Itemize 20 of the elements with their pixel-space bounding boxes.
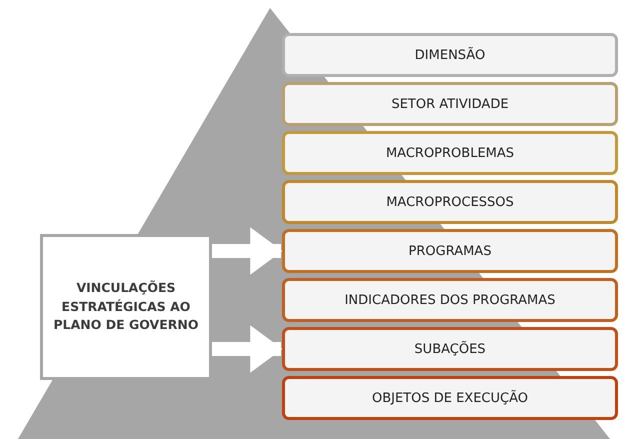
level-box — [282, 82, 618, 126]
box-label: OBJETOS DE EXECUÇÃO — [372, 390, 528, 406]
block-arrow — [212, 227, 282, 275]
block-arrow — [212, 325, 282, 373]
linkage-box — [40, 234, 212, 380]
box-label: PROGRAMAS — [408, 244, 492, 258]
box-label: MACROPROBLEMAS — [386, 146, 514, 160]
box-label: VINCULAÇÕES ESTRATÉGICAS AO PLANO DE GOVERNO — [52, 278, 200, 334]
level-box — [282, 376, 618, 420]
level-box — [282, 180, 618, 224]
box-label: SETOR ATIVIDADE — [391, 96, 509, 112]
box-label: MACROPROCESSOS — [386, 194, 514, 210]
box-label: INDICADORES DOS PROGRAMAS — [344, 292, 556, 308]
level-box — [282, 131, 618, 175]
box-label: SUBAÇÕES — [414, 342, 486, 356]
level-box — [282, 229, 618, 273]
level-box — [282, 278, 618, 322]
level-box — [282, 33, 618, 77]
level-box — [282, 327, 618, 371]
box-label: DIMENSÃO — [414, 48, 486, 62]
